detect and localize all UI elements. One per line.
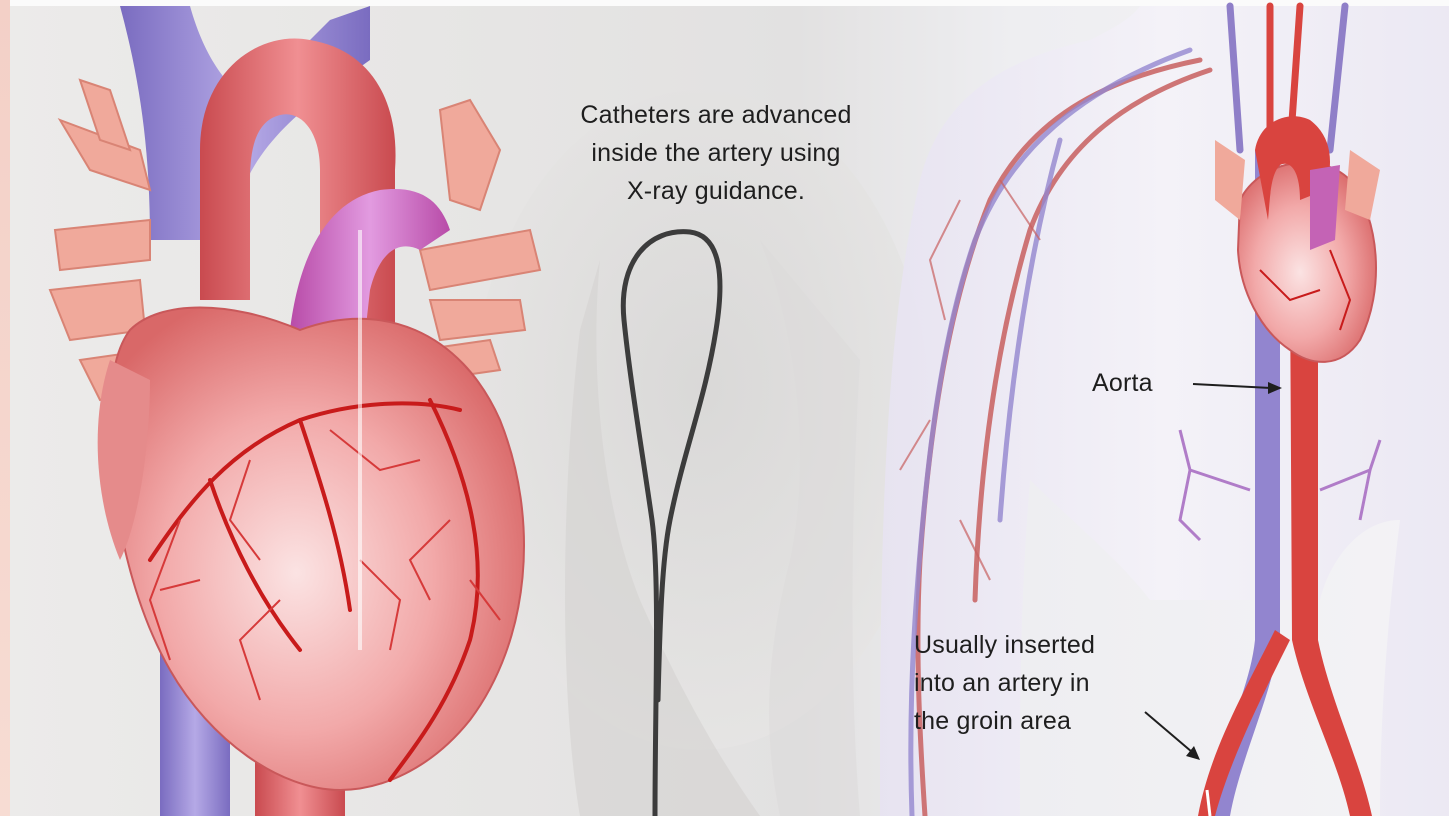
heart-illustration xyxy=(50,6,540,816)
groin-pointer-arrow xyxy=(1145,712,1200,760)
insertion-note-line-2: into an artery in xyxy=(914,664,1095,702)
catheter-note-line-2: inside the artery using xyxy=(528,134,904,172)
insertion-note: Usually inserted into an artery in the g… xyxy=(914,626,1095,740)
catheter-note-line-1: Catheters are advanced xyxy=(528,96,904,134)
catheter-note-line-3: X-ray guidance. xyxy=(528,172,904,210)
catheter-note: Catheters are advanced inside the artery… xyxy=(528,96,904,210)
insertion-note-line-1: Usually inserted xyxy=(914,626,1095,664)
aorta-label: Aorta xyxy=(1092,364,1153,402)
insertion-note-line-3: the groin area xyxy=(914,702,1095,740)
